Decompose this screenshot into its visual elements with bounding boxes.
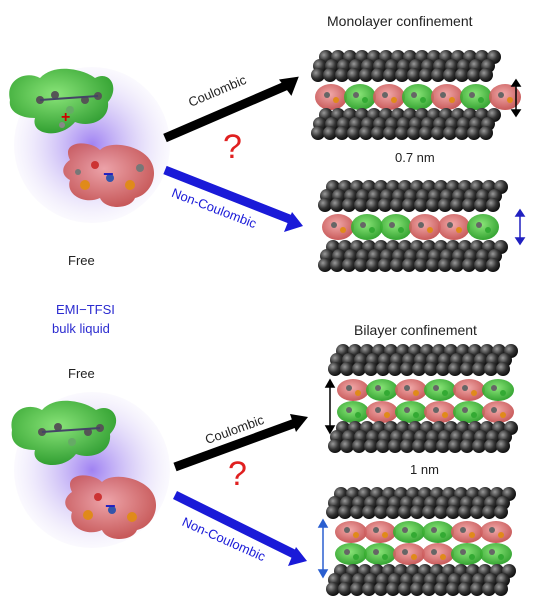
graphene-sheet [328,421,518,453]
gap-arrow-monolayer-coulombic [510,78,522,118]
monolayer-title: Monolayer confinement [327,13,473,29]
graphene-sheet [318,180,508,212]
free-label-bottom: Free [68,366,95,381]
minus-charge-icon: − [103,164,114,184]
monolayer-distance: 0.7 nm [395,150,435,165]
confined-ion-layer [337,401,514,423]
confined-ion-layer [335,521,512,543]
graphene-sheet [326,564,516,596]
gap-arrow-bilayer-noncoulombic [317,518,329,579]
emi-cation-molecule [11,400,117,466]
minus-charge-icon: − [105,496,116,516]
bilayer-distance: 1 nm [410,462,439,477]
gap-arrow-monolayer-noncoulombic [514,208,526,246]
gap-arrow-bilayer-coulombic [324,378,336,435]
coulombic-arrow-bottom [173,414,308,472]
question-mark-top: ? [223,128,242,166]
free-label-top: Free [68,253,95,268]
confinement-slabs [311,50,521,596]
confined-ion-layer [335,543,512,565]
plus-charge-icon: + [61,109,70,126]
liquid-name: EMI−TFSI [56,302,115,317]
tfsi-anion-molecule: − [63,143,155,207]
confined-ion-layer [315,84,521,110]
tfsi-anion-molecule: − [65,475,157,539]
graphene-sheet [311,50,501,82]
confined-ion-layer [322,214,499,240]
free-ion-pair-top: + − [9,67,170,223]
confined-ion-layer [337,379,514,401]
free-ion-pair-bottom: − [11,392,170,548]
coulombic-arrow-top [163,76,299,143]
liquid-state: bulk liquid [52,321,110,336]
emi-cation-molecule: + [9,68,114,134]
graphene-sheet [328,344,518,376]
bilayer-title: Bilayer confinement [354,322,477,338]
non-coulombic-arrow-top [163,165,303,232]
graphene-sheet [311,108,501,140]
question-mark-bottom: ? [228,455,247,493]
non-coulombic-arrow-bottom [173,490,307,566]
graphene-sheet [326,487,516,519]
graphene-sheet [318,240,508,272]
